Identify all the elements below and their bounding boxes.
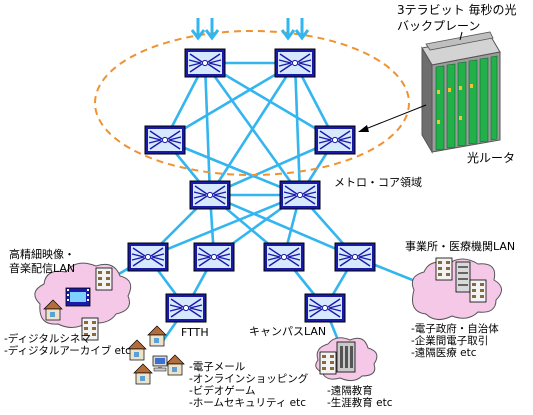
- list-item: -ビデオゲーム: [189, 385, 256, 397]
- list-item: -ディジタルアーカイブ etc: [4, 345, 131, 357]
- optical-backplane-label: 3テラビット 毎秒の光バックプレーン: [397, 3, 517, 33]
- access-router-2: [193, 242, 235, 272]
- film-monitor-icon: [65, 287, 91, 307]
- campus-applications: -遠隔教育 -生涯教育 etc: [327, 385, 392, 409]
- ftth-label: FTTH: [181, 326, 209, 339]
- optical-router-chassis-icon: [421, 31, 501, 154]
- office-building-icon: [336, 341, 356, 373]
- list-item: -企業間電子取引: [411, 335, 489, 347]
- lan-cloud-hd-media: [34, 262, 132, 341]
- office-building-icon: [319, 351, 337, 375]
- metro-router-2: [279, 180, 321, 210]
- office-building-icon: [455, 261, 471, 293]
- list-item: -オンラインショッピング: [189, 373, 309, 385]
- list-item: -遠隔医療 etc: [411, 347, 477, 359]
- hd-media-lan-label-line1: 高精細映像・: [9, 248, 75, 261]
- lan-cloud-enterprise: [411, 257, 502, 320]
- optical-router-label: 光ルータ: [467, 151, 516, 165]
- core-router-3: [144, 125, 186, 155]
- enterprise-lan-label: 事業所・医療機関LAN: [405, 240, 516, 253]
- access-router-1: [127, 242, 169, 272]
- office-building-icon: [469, 279, 487, 303]
- ftth-applications: -電子メール -オンラインショッピング -ビデオゲーム -ホームセキュリティ e…: [189, 361, 308, 409]
- office-building-icon: [95, 267, 113, 291]
- metro-router-1: [189, 180, 231, 210]
- list-item: -ホームセキュリティ etc: [189, 397, 307, 409]
- list-item: -遠隔教育: [327, 385, 373, 397]
- access-router-4: [334, 242, 376, 272]
- metro-core-label: メトロ・コア領域: [334, 176, 422, 189]
- ftth-homes: [127, 325, 185, 385]
- house-icon: [165, 354, 185, 376]
- hd-media-lan-label-line2: 音楽配信LAN: [9, 262, 76, 275]
- metro-core-boundary: [94, 30, 410, 176]
- house-icon: [147, 325, 167, 347]
- list-item: -電子メール: [189, 361, 246, 373]
- desktop-pc-icon: [152, 355, 168, 372]
- access-router-3: [263, 242, 305, 272]
- core-router-4: [314, 125, 356, 155]
- list-item: -電子政府・自治体: [411, 323, 499, 335]
- list-item: -生涯教育 etc: [327, 397, 393, 409]
- house-icon: [133, 363, 153, 385]
- network-links: [99, 61, 426, 346]
- enterprise-applications: -電子政府・自治体 -企業間電子取引 -遠隔医療 etc: [411, 323, 499, 359]
- edge-router-campus: [304, 293, 346, 323]
- lan-cloud-campus: [315, 337, 378, 382]
- hd-media-applications: -ディジタルシネマ -ディジタルアーカイブ etc: [4, 333, 131, 357]
- core-router-2: [274, 48, 316, 78]
- office-building-icon: [435, 257, 453, 281]
- core-router-1: [184, 48, 226, 78]
- callout-arrow: [362, 104, 427, 131]
- incoming-arrows: [190, 16, 310, 40]
- campus-lan-label: キャンパスLAN: [249, 325, 327, 338]
- list-item: -ディジタルシネマ: [4, 333, 91, 345]
- edge-router-ftth: [165, 293, 207, 323]
